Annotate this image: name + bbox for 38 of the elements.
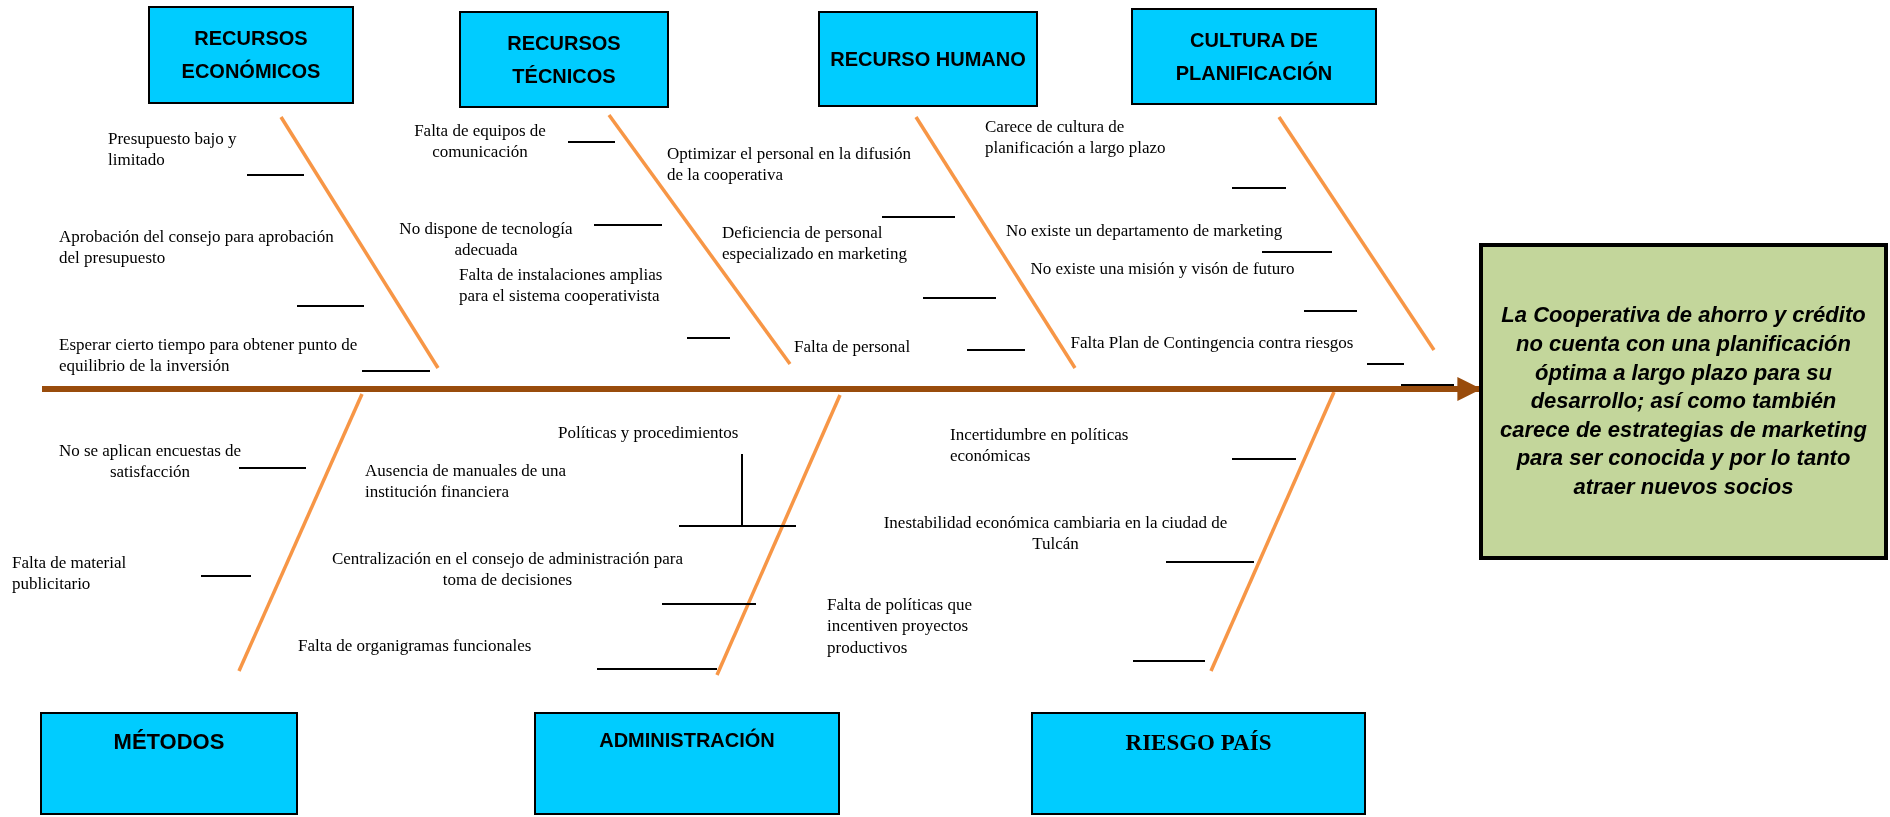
category-box xyxy=(40,712,298,815)
cause-text: Falta Plan de Contingencia contra riesgos xyxy=(1069,332,1355,354)
cause-text: Inestabilidad económica cambiaria en la ciudad de Tulcán xyxy=(882,512,1229,555)
category-title: RIESGO PAÍS xyxy=(1125,729,1272,757)
cause-text: No se aplican encuestas de satisfacción xyxy=(57,440,243,483)
cause-text: Centralización en el consejo de administración para toma de decisiones xyxy=(330,548,685,591)
category-title: RECURSOS ECONÓMICOS xyxy=(180,26,322,84)
cause-text: No dispone de tecnología adecuada xyxy=(398,218,574,261)
cause-text: No existe un departamento de marketing xyxy=(1006,220,1284,242)
cause-text: Presupuesto bajo y limitado xyxy=(108,128,238,171)
cause-text: Carece de cultura de planificación a largo plazo xyxy=(985,116,1167,159)
cause-text: Falta de material publicitario xyxy=(12,552,128,595)
cause-text: Falta de personal xyxy=(794,336,912,358)
cause-text: Falta de organigramas funcionales xyxy=(298,635,533,657)
category-title: CULTURA DE PLANIFICACIÓN xyxy=(1174,27,1334,86)
category-box xyxy=(148,6,354,104)
cause-text: Falta de políticas que incentiven proyectos productivos xyxy=(827,594,973,658)
cause-text: Deficiencia de personal especializado en marketing xyxy=(722,222,909,265)
cause-text: No existe una misión y visón de futuro xyxy=(1030,258,1295,280)
category-title: RECURSO HUMANO xyxy=(830,46,1026,72)
category-box xyxy=(818,11,1038,107)
category-box xyxy=(459,11,669,108)
cause-text: Esperar cierto tiempo para obtener punto de equilibrio de la inversión xyxy=(59,334,359,377)
category-box xyxy=(1131,8,1377,105)
category-title: ADMINISTRACIÓN xyxy=(599,727,775,753)
category-title: MÉTODOS xyxy=(113,728,225,756)
category-title: RECURSOS TÉCNICOS xyxy=(506,30,622,89)
cause-text: Falta de equipos de comunicación xyxy=(413,120,547,163)
problem-statement: La Cooperativa de ahorro y crédito no cuenta con una planificación óptima a largo plazo para su desarrollo; así como también carece de estrategias de marketing para ser conocida y por lo tanto atraer nuevos socios xyxy=(1499,301,1868,501)
category-box xyxy=(1031,712,1366,815)
cause-text: Falta de instalaciones amplias para el sistema cooperativista xyxy=(459,264,664,307)
effect-box xyxy=(1479,243,1888,560)
category-box xyxy=(534,712,840,815)
cause-text: Ausencia de manuales de una institución financiera xyxy=(365,460,568,503)
cause-text: Aprobación del consejo para aprobación del presupuesto xyxy=(59,226,335,269)
cause-text: Políticas y procedimientos xyxy=(558,422,740,444)
cause-text: Optimizar el personal en la difusión de la cooperativa xyxy=(667,143,912,186)
cause-text: Incertidumbre en políticas económicas xyxy=(950,424,1130,467)
